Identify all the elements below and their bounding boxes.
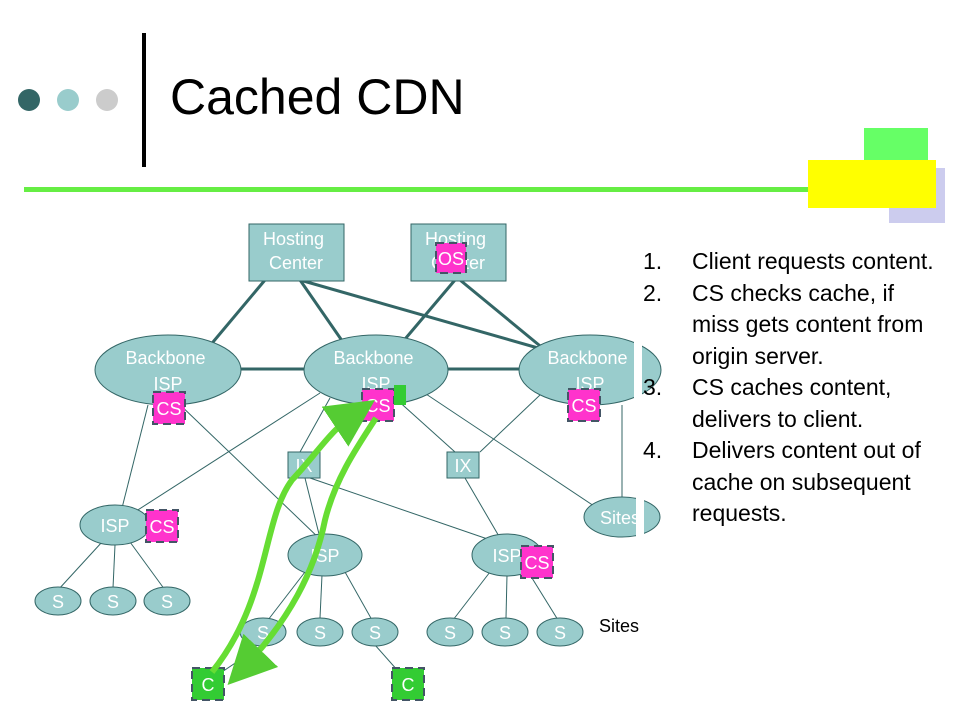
end-site-label: S	[161, 592, 173, 612]
client-label: C	[402, 675, 415, 695]
end-site: S	[536, 617, 584, 647]
hosting-center-1: Hosting Center	[248, 223, 345, 282]
backbone-isp-3-line1: Backbone	[547, 348, 627, 368]
end-site: S	[296, 617, 344, 647]
client-label: C	[202, 675, 215, 695]
end-site: S	[143, 586, 191, 616]
end-site-label: S	[369, 623, 381, 643]
cache-server-label: CS	[149, 517, 174, 537]
end-site: S	[426, 617, 474, 647]
decor-dot-mid	[57, 89, 79, 111]
step-2: 2.CS checks cache, if miss gets content …	[643, 279, 924, 369]
hosting-center-1-line1: Hosting	[263, 229, 324, 249]
sites-caption: Sites	[599, 616, 639, 636]
accent-square-yellow	[808, 160, 936, 208]
decor-dot-light	[96, 89, 118, 111]
cache-server-label: CS	[365, 396, 390, 416]
backbone-isp-1-line2: ISP	[153, 374, 182, 394]
request-arrow	[209, 400, 375, 674]
network-links	[57, 278, 623, 681]
step-1: 1.Client requests content.	[643, 248, 934, 274]
end-site: S	[89, 586, 137, 616]
svg-text:Backbone ISP: Backbone ISP	[125, 348, 210, 394]
backbone-isp-2-line1: Backbone	[333, 348, 413, 368]
hosting-center-1-line2: Center	[269, 253, 323, 273]
cache-server-label: CS	[524, 553, 549, 573]
origin-server: OS	[435, 242, 467, 274]
svg-text:Hosting Center: Hosting Center	[263, 229, 329, 273]
ix-2-label: IX	[454, 456, 471, 476]
accent-rule	[24, 187, 824, 192]
slide-title: Cached CDN	[170, 69, 465, 125]
cache-server-label: CS	[156, 399, 181, 419]
cache-server: CS	[152, 391, 186, 425]
step-4: 4.Delivers content out of cache on subse…	[643, 437, 921, 526]
sites-node-label: Sites	[600, 508, 640, 528]
isp-3-label: ISP	[492, 546, 521, 566]
isp-2: ISP	[287, 533, 363, 577]
header-decoration	[18, 33, 945, 223]
steps-list: 1.Client requests content. 2.CS checks c…	[643, 246, 943, 530]
end-site-label: S	[499, 623, 511, 643]
end-site-label: S	[444, 623, 456, 643]
step-3: 3.CS caches content, delivers to client.	[643, 374, 892, 432]
isp-1: ISP	[79, 504, 151, 546]
cache-server-label: CS	[571, 396, 596, 416]
end-site-label: S	[52, 592, 64, 612]
content-flow	[209, 400, 379, 685]
cache-server: CS	[567, 388, 601, 422]
isp-1-label: ISP	[100, 516, 129, 536]
origin-server-label: OS	[438, 249, 464, 269]
end-site-label: S	[554, 623, 566, 643]
overlay-mask-2	[636, 492, 644, 544]
cache-server: CS	[361, 388, 395, 422]
overlay-mask	[634, 330, 642, 410]
backbone-isp-1-line1: Backbone	[125, 348, 205, 368]
end-site-label: S	[107, 592, 119, 612]
end-site: S	[481, 617, 529, 647]
cached-content-marker	[394, 385, 406, 405]
cache-server: CS	[145, 509, 179, 543]
title-divider	[142, 33, 146, 167]
client: C	[191, 667, 225, 701]
client: C	[391, 667, 425, 701]
decor-dot-dark	[18, 89, 40, 111]
cache-server: CS	[520, 545, 554, 579]
delivery-arrow	[227, 416, 379, 685]
backbone-isp-1: Backbone ISP	[94, 334, 242, 406]
end-site-label: S	[314, 623, 326, 643]
ix-2: IX	[446, 451, 480, 479]
end-site: S	[351, 617, 399, 647]
end-site: S	[34, 586, 82, 616]
